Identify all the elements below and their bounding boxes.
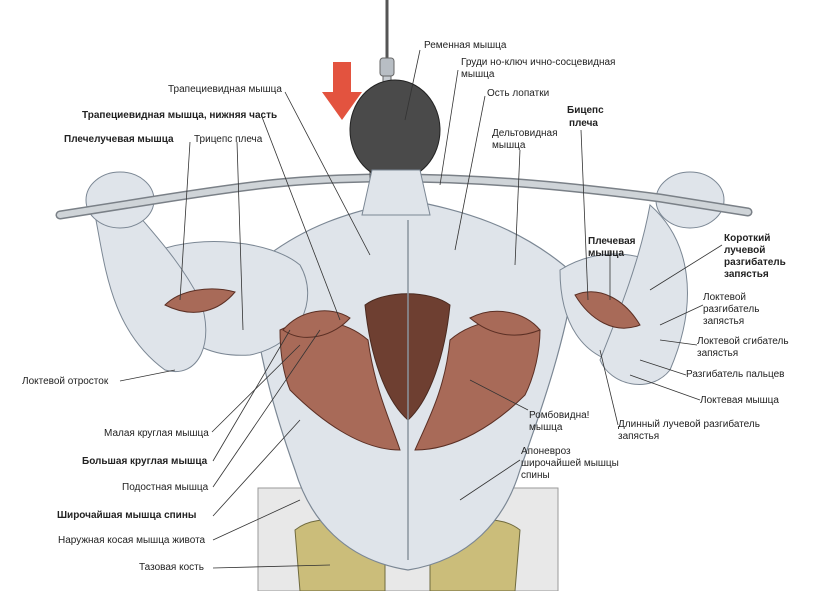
label-deltoid-2: мышца	[492, 140, 526, 151]
down-arrow-icon	[322, 62, 362, 120]
label-aponeurosis-3: спины	[521, 470, 550, 481]
label-ecrl-1: Длинный лучевой разгибатель	[618, 419, 760, 430]
label-sternocleidomastoid-2: мышца	[461, 69, 495, 80]
label-olecranon: Локтевой отросток	[22, 376, 109, 387]
label-latissimus: Широчайшая мышца спины	[57, 510, 197, 521]
label-external-oblique: Наружная косая мышца живота	[58, 535, 206, 546]
cable-clip	[379, 57, 395, 77]
label-triceps: Трицепс плеча	[194, 134, 263, 145]
label-scapular-spine: Ость лопатки	[487, 88, 550, 99]
label-rhomboid-2: мышца	[529, 422, 563, 433]
label-lower-trapezius: Трапециевидная мышца, нижняя часть	[82, 110, 278, 121]
label-deltoid-1: Дельтовидная	[492, 128, 558, 139]
right-forearm	[599, 204, 688, 385]
label-fcu-1: Локтевой сгибатель	[697, 336, 789, 347]
label-teres-major: Большая круглая мышца	[82, 456, 208, 467]
label-ecu-3: запястья	[703, 316, 745, 327]
label-fcu-2: запястья	[697, 348, 739, 359]
left-forearm	[94, 204, 207, 372]
teres-major-left	[282, 310, 351, 338]
label-brachioradialis: Плечелучевая мышца	[64, 134, 174, 145]
label-biceps-2: плеча	[569, 118, 598, 129]
label-aponeurosis-1: Апоневроз	[521, 446, 571, 457]
label-trapezius: Трапециевидная мышца	[168, 84, 282, 95]
right-brachialis	[574, 291, 641, 329]
neck	[361, 169, 431, 216]
label-biceps-1: Бицепс	[567, 105, 604, 116]
label-splenius: Ременная мышца	[424, 40, 507, 51]
label-ecu-2: разгибатель	[703, 304, 760, 315]
label-extensor-digitorum: Разгибатель пальцев	[686, 369, 785, 380]
label-sternocleidomastoid-1: Груди но-ключ ично-сосцевидная	[461, 57, 616, 68]
label-anconeus: Локтевая мышца	[700, 395, 779, 406]
label-teres-minor: Малая круглая мышца	[104, 428, 209, 439]
left-latissimus	[279, 320, 401, 451]
label-ecrl-2: запястья	[618, 431, 660, 442]
teres-major-right	[469, 310, 541, 336]
label-ecu-1: Локтевой	[703, 292, 746, 303]
label-pelvic-bone: Тазовая кость	[139, 562, 204, 573]
leader-lines	[119, 49, 723, 569]
label-ecrb-2: лучевой	[724, 245, 766, 256]
label-aponeurosis-2: широчайшей мышцы	[521, 458, 619, 469]
left-deltoid-rear	[164, 288, 236, 313]
head-hair	[349, 79, 441, 181]
label-brachialis-2: мышца	[588, 248, 625, 259]
label-ecrb-1: Короткий	[724, 233, 771, 244]
label-ecrb-3: разгибатель	[724, 257, 786, 268]
label-ecrb-4: запястья	[724, 269, 769, 280]
label-brachialis-1: Плечевая	[588, 236, 636, 247]
label-infraspinatus: Подостная мышца	[122, 482, 209, 493]
label-rhomboid-1: Ромбовидна!	[529, 410, 590, 421]
